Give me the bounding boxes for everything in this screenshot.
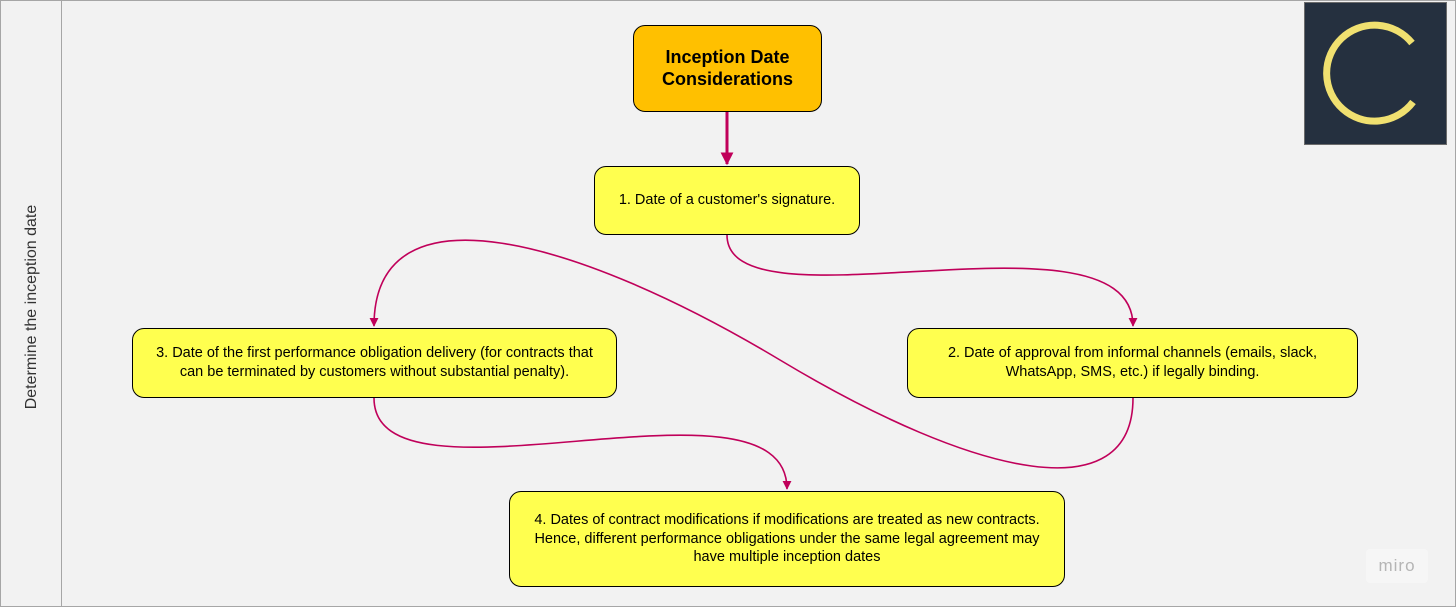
node-step2: 2. Date of approval from informal channe… <box>907 328 1358 398</box>
node-step4: 4. Dates of contract modifications if mo… <box>509 491 1065 587</box>
miro-watermark: miro <box>1366 549 1428 583</box>
node-step1: 1. Date of a customer's signature. <box>594 166 860 235</box>
ring-logo-icon <box>1323 21 1416 125</box>
connector-step3-to-step4 <box>373 397 792 490</box>
connector-step2-to-step3 <box>369 239 1134 469</box>
swimlane-header: Determine the inception date <box>1 1 62 606</box>
connector-step1-to-step2 <box>726 234 1138 327</box>
logo <box>1304 2 1447 145</box>
node-title: Inception Date Considerations <box>633 25 822 112</box>
node-step3: 3. Date of the first performance obligat… <box>132 328 617 398</box>
